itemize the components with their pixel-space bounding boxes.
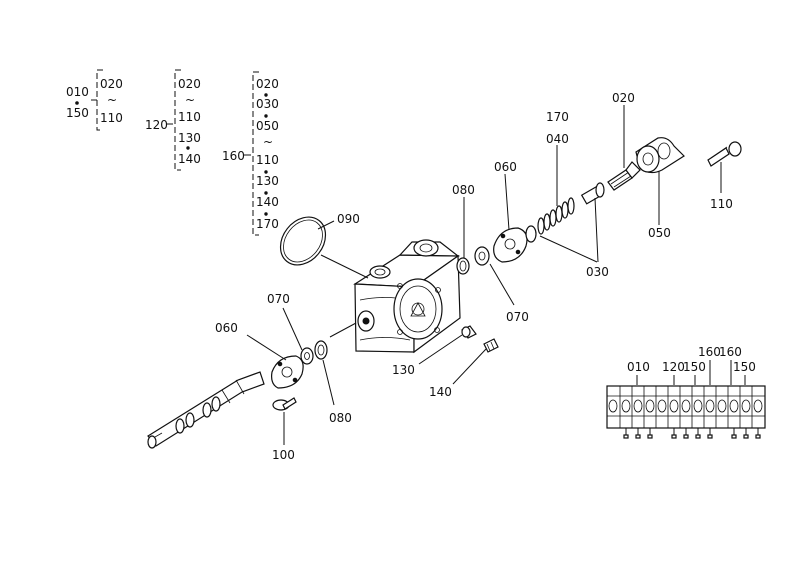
cap-050 [635, 137, 685, 174]
legend1-item-2: 110 [100, 111, 123, 125]
legend1-bracket [96, 69, 103, 131]
assembly-label-120: 120 [662, 360, 685, 374]
assembly-label-150b: 150 [733, 360, 756, 374]
legend3-item-1: 030 [256, 97, 279, 111]
valve-bank-assembly: 010 120 150 160 160 150 [606, 345, 766, 439]
legend3-left: 160 [222, 149, 245, 163]
washer-070-right [474, 246, 490, 266]
legend3-item-6: 140 [256, 195, 279, 209]
assembly-label-160a: 160 [698, 345, 721, 359]
spring-040 [537, 197, 575, 235]
assembly-label-160b: 160 [719, 345, 742, 359]
callout-020: 020 [612, 91, 635, 105]
legend3-item-0: 020 [256, 77, 279, 91]
legend3-item-2: 050 [256, 119, 279, 133]
callout-140: 140 [429, 385, 452, 399]
legend3-dot-d [264, 191, 268, 195]
legend2-bracket [174, 69, 181, 171]
callout-050: 050 [648, 226, 671, 240]
callout-170: 170 [546, 110, 569, 124]
legend1-left-bottom: 150 [66, 106, 89, 120]
washer-070-left [300, 347, 314, 365]
plug-020 [607, 161, 641, 191]
callout-130: 130 [392, 363, 415, 377]
legend2-item-0: 020 [178, 77, 201, 91]
legend1-item-0: 020 [100, 77, 123, 91]
fitting-130 [461, 325, 477, 339]
legend1-dot [75, 101, 79, 105]
legend3-item-5: 130 [256, 174, 279, 188]
callout-030: 030 [586, 265, 609, 279]
callout-040: 040 [546, 132, 569, 146]
callouts: 090 080 060 170 040 020 110 050 030 070 … [215, 91, 733, 462]
callout-110: 110 [710, 197, 733, 211]
ring-080-bottom [314, 340, 328, 360]
legend1-left-top: 010 [66, 85, 89, 99]
legend3-dot-b [264, 114, 268, 118]
legend1-item-1: ~ [107, 93, 117, 107]
spring-guide-030 [580, 182, 605, 205]
legend2-item-1: ~ [185, 93, 195, 107]
callout-080-bottom: 080 [329, 411, 352, 425]
leader-lines [246, 105, 722, 445]
legend3-item-4: 110 [256, 153, 279, 167]
legend3-dot-c [264, 170, 268, 174]
ring-080-top [456, 257, 470, 275]
legend3-item-7: 170 [256, 217, 279, 231]
callout-060-left: 060 [215, 321, 238, 335]
legend3-bracket [252, 71, 259, 236]
assembly-sections [619, 386, 753, 428]
callout-070-left: 070 [267, 292, 290, 306]
legend2-item-2: 110 [178, 110, 201, 124]
bolt-100 [272, 397, 297, 411]
callout-080-top: 080 [452, 183, 475, 197]
bolt-110 [707, 141, 742, 167]
assembly-spool-ends [623, 428, 761, 439]
callout-060-top: 060 [494, 160, 517, 174]
assembly-label-010: 010 [627, 360, 650, 374]
valve-body [353, 239, 461, 354]
legend3-dot-a [264, 93, 268, 97]
o-ring-090 [279, 216, 327, 266]
legend-group-3: 160 020 030 050 ~ 110 130 140 170 [222, 71, 279, 236]
assembly-label-150a: 150 [683, 360, 706, 374]
cover-plate-060-left [271, 355, 304, 389]
legend2-item-3: 130 [178, 131, 201, 145]
callout-070-right: 070 [506, 310, 529, 324]
legend2-left: 120 [145, 118, 168, 132]
spool-shaft [147, 371, 265, 449]
callout-100: 100 [272, 448, 295, 462]
legend-group-1: 010 150 020 ~ 110 [66, 69, 123, 131]
spring-seat [525, 225, 537, 243]
screw-140 [483, 338, 499, 353]
legend3-item-3: ~ [263, 135, 273, 149]
assembly-ports [608, 399, 763, 413]
legend-group-2: 120 020 ~ 110 130 140 [145, 69, 201, 171]
legend2-dot [186, 146, 190, 150]
cover-plate-060-top [493, 227, 528, 263]
legend2-item-4: 140 [178, 152, 201, 166]
legend3-dot-e [264, 212, 268, 216]
callout-090: 090 [337, 212, 360, 226]
